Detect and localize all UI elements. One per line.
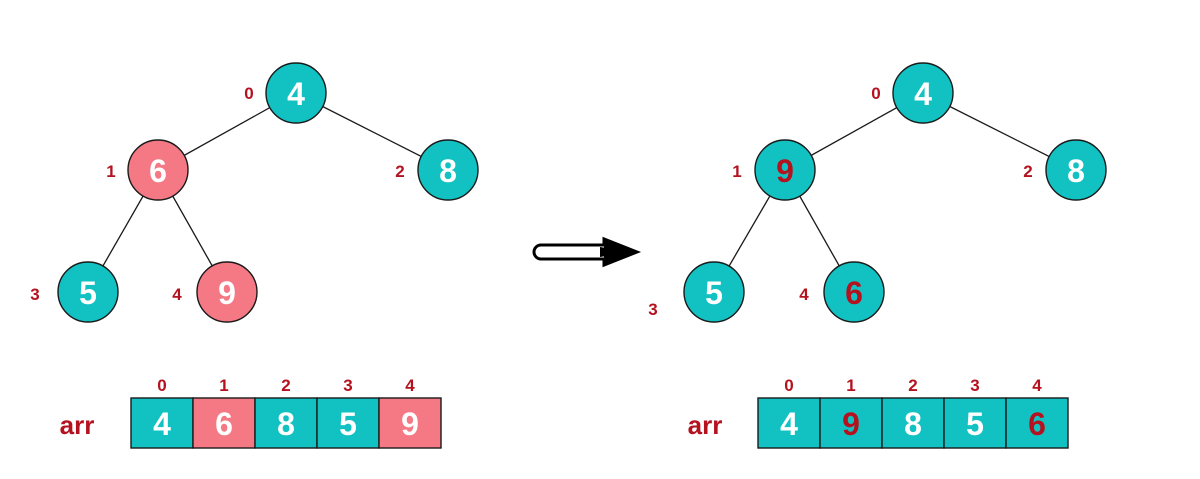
cell-value: 8 xyxy=(277,406,295,442)
node-index-label: 0 xyxy=(244,84,253,103)
cell-value: 9 xyxy=(842,406,860,442)
node-index-label: 3 xyxy=(30,285,39,304)
cell-index-label: 1 xyxy=(846,376,855,395)
node-value: 8 xyxy=(439,153,457,189)
after-array: arr 0 4 1 9 2 8 3 5 4 6 xyxy=(688,376,1069,449)
node-index-label: 1 xyxy=(732,162,741,181)
cell-value: 5 xyxy=(966,406,984,442)
before-array-cell-2: 2 8 xyxy=(254,376,318,449)
node-index-label: 3 xyxy=(648,300,657,319)
after-node-3: 5 3 xyxy=(648,261,745,323)
after-array-cell-2: 2 8 xyxy=(881,376,945,449)
cell-value: 4 xyxy=(153,406,171,442)
after-node-4: 6 4 xyxy=(799,261,885,323)
before-node-2: 8 2 xyxy=(395,139,479,201)
cell-index-label: 2 xyxy=(908,376,917,395)
cell-index-label: 3 xyxy=(343,376,352,395)
cell-value: 5 xyxy=(339,406,357,442)
array-label: arr xyxy=(60,410,95,440)
node-value: 5 xyxy=(79,275,97,311)
after-array-cell-3: 3 5 xyxy=(943,376,1007,449)
cell-index-label: 4 xyxy=(405,376,415,395)
cell-index-label: 0 xyxy=(157,376,166,395)
cell-index-label: 1 xyxy=(219,376,228,395)
node-index-label: 1 xyxy=(106,162,115,181)
before-array-cell-0: 0 4 xyxy=(130,376,194,449)
node-value: 5 xyxy=(705,275,723,311)
node-value: 9 xyxy=(776,153,794,189)
before-array-cell-4: 4 9 xyxy=(378,376,442,449)
before-tree: 4 0 6 1 8 2 5 3 9 4 xyxy=(30,62,479,323)
cell-value: 9 xyxy=(401,406,419,442)
after-array-cell-1: 1 9 xyxy=(819,376,883,449)
node-index-label: 4 xyxy=(172,285,182,304)
after-node-1: 9 1 xyxy=(732,139,816,201)
before-array-cell-1: 1 6 xyxy=(192,376,256,449)
before-node-3: 5 3 xyxy=(30,261,119,323)
node-value: 6 xyxy=(149,153,167,189)
before-node-0: 4 0 xyxy=(244,62,327,124)
node-index-label: 2 xyxy=(1023,162,1032,181)
after-tree: 4 0 9 1 8 2 5 3 6 4 xyxy=(648,62,1107,323)
node-value: 4 xyxy=(287,76,305,112)
node-index-label: 0 xyxy=(871,84,880,103)
cell-value: 6 xyxy=(215,406,233,442)
node-value: 6 xyxy=(845,275,863,311)
before-array: arr 0 4 1 6 2 8 3 5 4 9 xyxy=(60,376,442,449)
before-node-1: 6 1 xyxy=(106,139,189,201)
before-array-cell-3: 3 5 xyxy=(316,376,380,449)
after-array-cell-0: 0 4 xyxy=(757,376,821,449)
cell-index-label: 2 xyxy=(281,376,290,395)
node-value: 8 xyxy=(1067,153,1085,189)
right-arrow-icon xyxy=(532,236,642,268)
cell-index-label: 3 xyxy=(970,376,979,395)
after-node-0: 4 0 xyxy=(871,62,954,124)
node-index-label: 4 xyxy=(799,285,809,304)
before-node-4: 9 4 xyxy=(172,261,258,323)
node-value: 4 xyxy=(914,76,932,112)
cell-value: 8 xyxy=(904,406,922,442)
node-index-label: 2 xyxy=(395,162,404,181)
cell-index-label: 0 xyxy=(784,376,793,395)
cell-index-label: 4 xyxy=(1032,376,1042,395)
cell-value: 4 xyxy=(780,406,798,442)
after-array-cell-4: 4 6 xyxy=(1005,376,1069,449)
after-node-2: 8 2 xyxy=(1023,139,1107,201)
array-label: arr xyxy=(688,410,723,440)
cell-value: 6 xyxy=(1028,406,1046,442)
node-value: 9 xyxy=(218,275,236,311)
